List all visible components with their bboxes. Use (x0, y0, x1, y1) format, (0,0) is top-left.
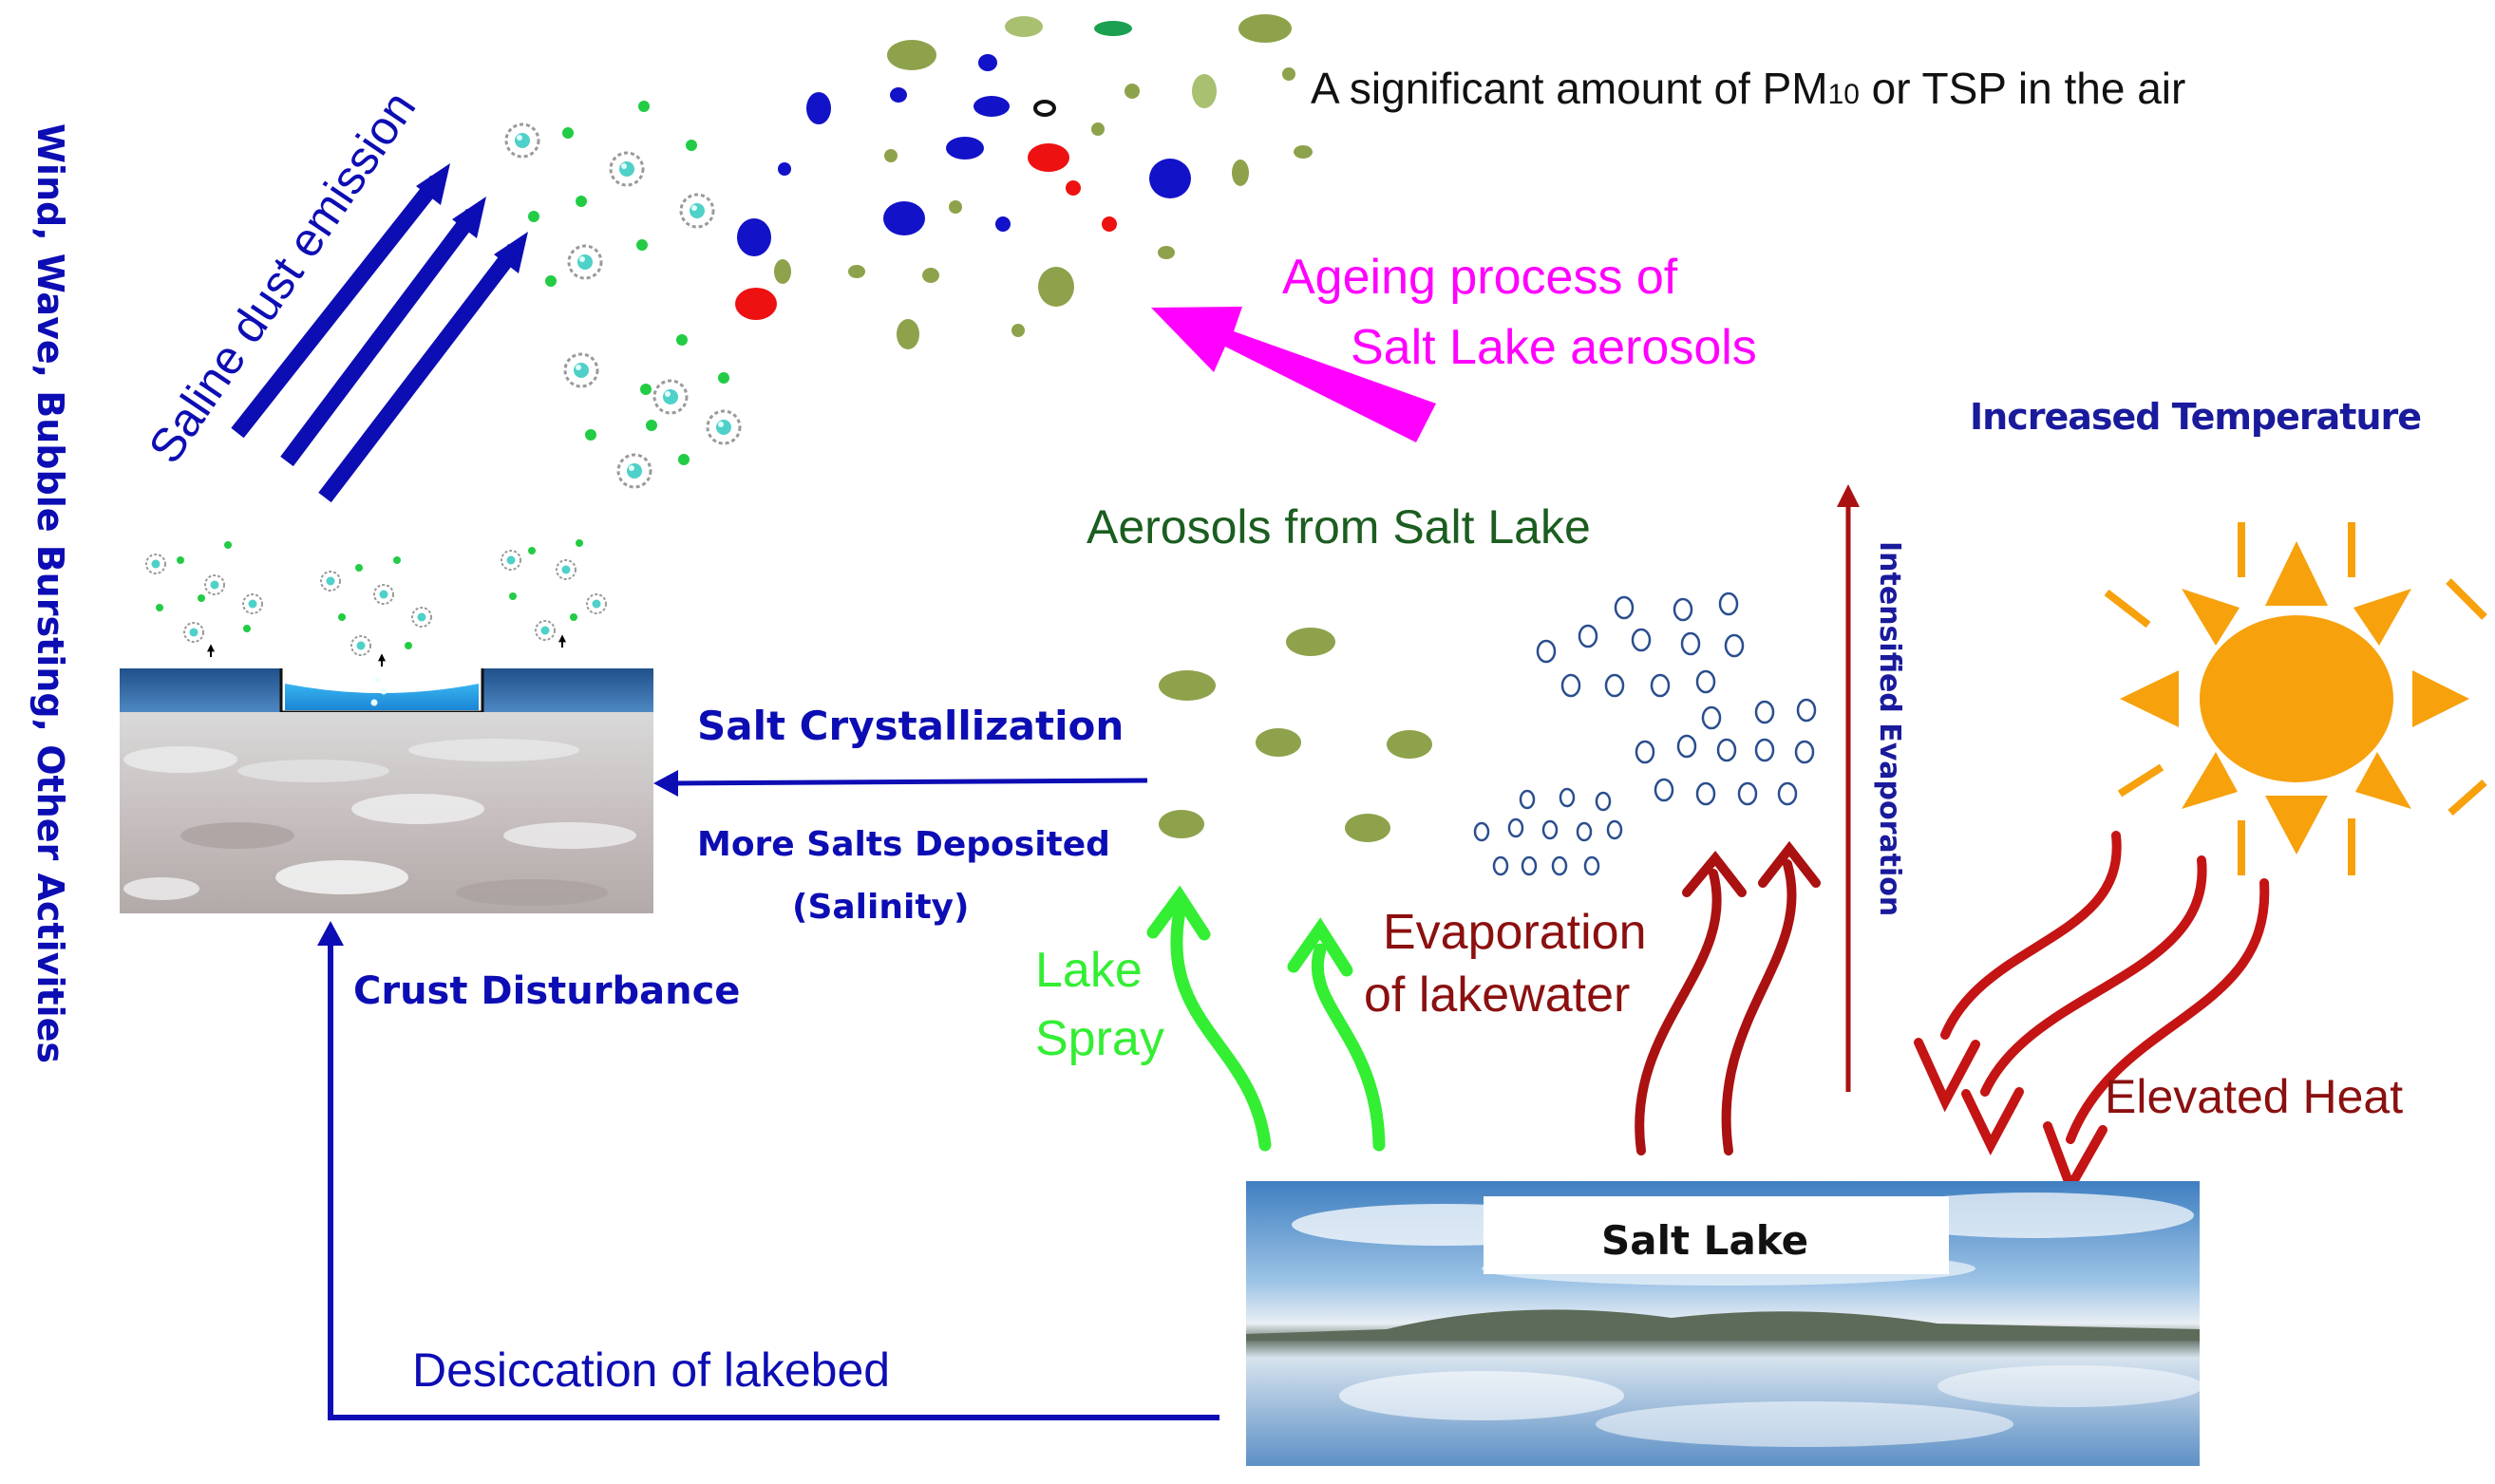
salt-crystallization-label: Salt Crystallization (697, 703, 1125, 749)
elevated-heat-arrows (1914, 831, 2270, 1198)
salinity-label: (Salinity) (792, 888, 970, 927)
pm-subscript: 10 (1827, 79, 1860, 110)
salt-lake-label: Salt Lake (1601, 1217, 1809, 1264)
ageing-process-label-line1: Ageing process of (1282, 250, 1678, 305)
pm-tsp-label: A significant amount of PM10 or TSP in t… (1311, 66, 2185, 110)
salt-crust-scene (120, 539, 653, 913)
lake-spray-label-line1: Lake (1035, 943, 1143, 998)
saline-dust-particles (504, 101, 742, 489)
lake-spray-arrows (1146, 885, 1386, 1152)
vapor-bubbles (1473, 592, 1817, 876)
evaporation-arrows (1635, 840, 1821, 1155)
lake-spray-label-line2: Spray (1035, 1011, 1164, 1066)
saline-dust-arrows (231, 163, 528, 503)
evaporation-label-line1: Evaporation (1383, 905, 1647, 960)
pm-text-part1: A significant amount of PM (1311, 64, 1828, 113)
sun-icon (2104, 522, 2487, 875)
crust-disturbance-label: Crust Disturbance (353, 969, 741, 1013)
pm10-tsp-particles (735, 14, 1313, 349)
desiccation-arrow (317, 921, 1219, 1420)
ageing-process-arrow (1151, 307, 1436, 442)
aerosols-from-salt-lake-label: Aerosols from Salt Lake (1087, 500, 1591, 554)
bubble-burst-emissions (145, 539, 607, 667)
salt-lake-photo (1246, 1181, 2203, 1466)
lake-aerosol-particles (1159, 628, 1432, 842)
salt-crystallization-arrow (653, 770, 1148, 797)
evaporation-label-line2: of lakewater (1364, 967, 1631, 1023)
intensified-evaporation-arrow (1837, 484, 1860, 1092)
intensified-evaporation-label: Intensified Evaporation (1873, 541, 1906, 917)
more-salts-deposited-label: More Salts Deposited (697, 825, 1110, 864)
pm-text-part2: or TSP in the air (1859, 64, 2186, 113)
desiccation-label: Desiccation of lakebed (412, 1343, 891, 1397)
side-activities-label: Wind, Wave, Bubble Bursting, Other Activ… (29, 123, 71, 1063)
increased-temperature-label: Increased Temperature (1970, 396, 2422, 438)
ageing-process-label-line2: Salt Lake aerosols (1351, 320, 1757, 375)
elevated-heat-label: Elevated Heat (2105, 1070, 2404, 1123)
